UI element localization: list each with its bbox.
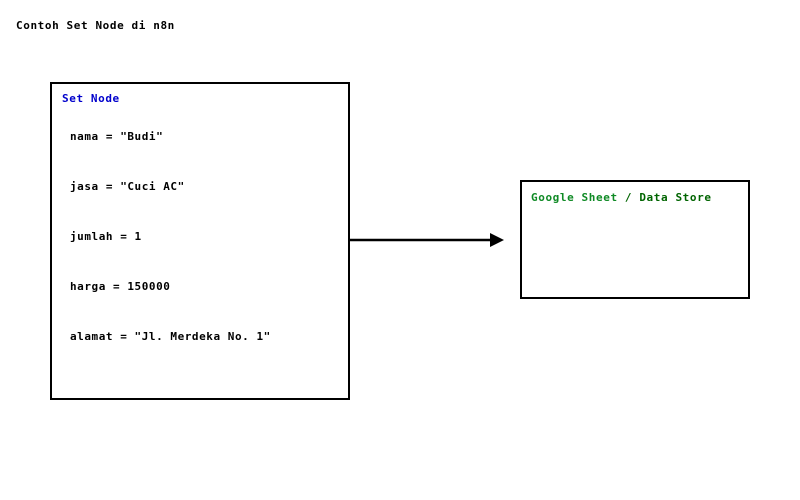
field-alamat: alamat = "Jl. Merdeka No. 1" bbox=[70, 330, 271, 343]
list-item[interactable]: jasa = "Cuci AC" bbox=[70, 180, 340, 230]
list-item[interactable]: nama = "Budi" bbox=[70, 130, 340, 180]
field-jumlah: jumlah = 1 bbox=[70, 230, 142, 243]
field-nama: nama = "Budi" bbox=[70, 130, 164, 143]
arrow-head bbox=[490, 233, 504, 247]
list-item[interactable]: jumlah = 1 bbox=[70, 230, 340, 280]
list-item[interactable]: alamat = "Jl. Merdeka No. 1" bbox=[70, 330, 340, 380]
connector-arrow-icon bbox=[350, 233, 504, 247]
google-sheet-label: Google Sheet bbox=[531, 191, 618, 204]
list-item[interactable]: harga = 150000 bbox=[70, 280, 340, 330]
field-harga: harga = 150000 bbox=[70, 280, 171, 293]
set-node-field-list: nama = "Budi" jasa = "Cuci AC" jumlah = … bbox=[70, 130, 340, 380]
google-sheet-node-title: Google Sheet / Data Store bbox=[531, 191, 712, 204]
data-store-label: / Data Store bbox=[617, 191, 712, 204]
field-jasa: jasa = "Cuci AC" bbox=[70, 180, 185, 193]
set-node-title: Set Node bbox=[62, 92, 120, 105]
set-node-box[interactable]: Set Node nama = "Budi" jasa = "Cuci AC" … bbox=[50, 82, 350, 400]
google-sheet-node-box[interactable]: Google Sheet / Data Store bbox=[520, 180, 750, 299]
page-title: Contoh Set Node di n8n bbox=[16, 19, 175, 32]
